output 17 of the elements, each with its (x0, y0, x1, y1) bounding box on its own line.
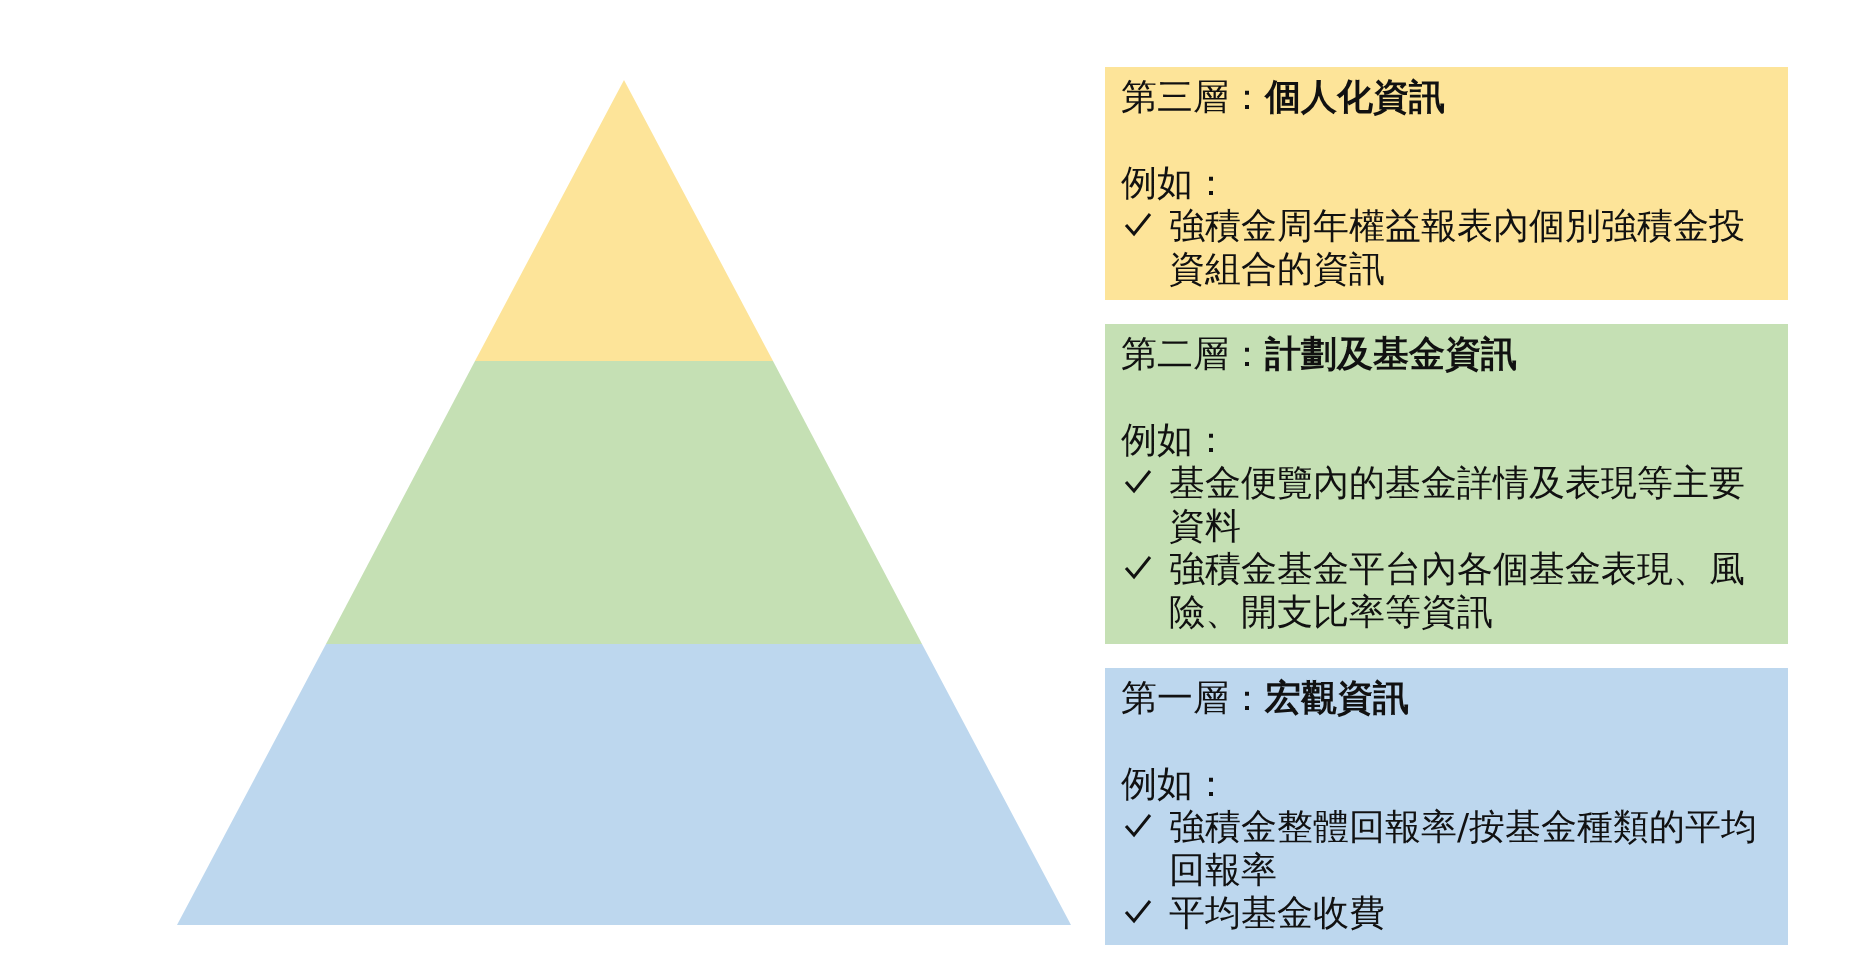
list-item: 基金便覽內的基金詳情及表現等主要資料 (1169, 461, 1746, 547)
list-item: 強積金整體回報率/按基金種類的平均回報率 (1169, 805, 1759, 891)
tier-description-card (1105, 324, 1788, 644)
tier-heading: 第二層：計劃及基金資訊 (1121, 332, 1518, 375)
list-item: 強積金基金平台內各個基金表現、風險、開支比率等資訊 (1169, 547, 1746, 633)
pyramid-top-triangle (475, 80, 773, 361)
tier-description-card (1105, 668, 1788, 945)
example-label: 例如： (1121, 762, 1230, 805)
pyramid-band (177, 644, 1071, 925)
tier-heading: 第三層：個人化資訊 (1121, 75, 1446, 118)
pyramid-band (326, 361, 922, 644)
list-item: 強積金周年權益報表內個別強積金投資組合的資訊 (1169, 204, 1746, 290)
list-item: 平均基金收費 (1169, 891, 1385, 934)
tier-description-card (1105, 67, 1788, 300)
example-label: 例如： (1121, 418, 1230, 461)
tier-heading: 第一層：宏觀資訊 (1121, 676, 1410, 719)
example-label: 例如： (1121, 161, 1230, 204)
